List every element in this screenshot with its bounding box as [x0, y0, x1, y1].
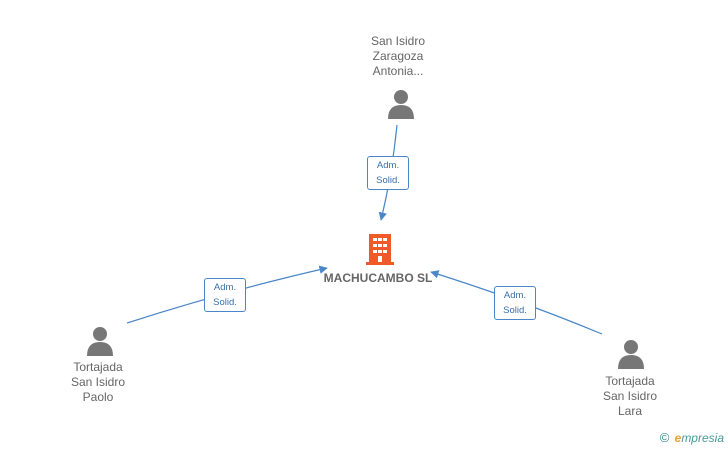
copyright-icon: © [659, 430, 670, 445]
person-left-label[interactable]: Tortajada San Isidro Paolo [70, 360, 126, 404]
edge-role-left[interactable]: Adm. Solid. [204, 278, 246, 312]
edge-role-top[interactable]: Adm. Solid. [367, 156, 409, 190]
person-top-label[interactable]: San Isidro Zaragoza Antonia... [370, 34, 426, 78]
person-icon [616, 339, 646, 369]
building-icon [365, 232, 395, 266]
person-right-label[interactable]: Tortajada San Isidro Lara [602, 374, 658, 418]
company-name[interactable]: MACHUCAMBO SL [323, 271, 433, 285]
person-icon [386, 89, 416, 119]
empresia-logo[interactable]: © empresia [659, 430, 724, 445]
person-icon [85, 326, 115, 356]
edge-role-right[interactable]: Adm. Solid. [494, 286, 536, 320]
